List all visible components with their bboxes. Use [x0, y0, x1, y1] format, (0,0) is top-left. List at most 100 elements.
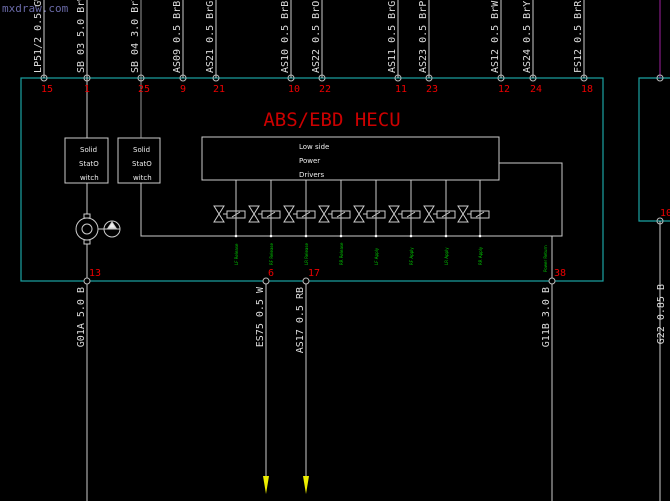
- valve-rf-release: RF Release: [248, 180, 281, 265]
- valve-label: LR Apply: [444, 247, 449, 265]
- connector-pin: [83, 74, 91, 82]
- right-module-box: [638, 77, 670, 222]
- valve-icon: [213, 205, 225, 223]
- right-module-connector: 108 G22 0.85 B: [656, 0, 670, 501]
- connector-pin: [318, 74, 326, 82]
- pin-number: 13: [89, 268, 101, 279]
- pin-number: 10: [288, 84, 300, 95]
- valve-icon: [353, 205, 365, 223]
- valve-label: LF Release: [234, 243, 239, 265]
- arrow-icon: [303, 476, 309, 494]
- wire-label: AS10 0.5 BrB: [280, 1, 291, 73]
- top-pin-9: 9 AS09 0.5 BrBl: [172, 0, 187, 95]
- connector-pin: [497, 74, 505, 82]
- wire-label: AS12 0.5 BrW: [490, 0, 501, 73]
- solenoid-icon: [470, 210, 490, 219]
- wire-label: SB 04 3.0 BrY: [130, 0, 141, 73]
- wire-label: FS12 0.5 BrR: [573, 0, 584, 73]
- solenoid-icon: [261, 210, 281, 219]
- wire-label: ES75 0.5 W: [255, 286, 266, 347]
- top-pin-10: 10 AS10 0.5 BrB: [280, 0, 300, 95]
- connector-pin: [302, 277, 310, 285]
- valve-rr-release: RR Release: [318, 180, 351, 265]
- wire-label: AS09 0.5 BrBl: [172, 0, 183, 73]
- module-title: ABS/EBD HECU: [263, 109, 400, 131]
- valve-icon: [388, 205, 400, 223]
- pin-number: 6: [268, 268, 274, 279]
- top-pin-23: 23 AS23 0.5 BrP: [418, 0, 438, 95]
- valve-icon: [283, 205, 295, 223]
- connector-pin: [179, 74, 187, 82]
- wire-label: LP51/2 0.5 GW: [33, 0, 44, 73]
- wire-label: AS21 0.5 BrGr: [205, 0, 216, 73]
- pin-number: 22: [319, 84, 331, 95]
- valve-icon: [248, 205, 260, 223]
- watermark: mxdraw.com: [2, 2, 69, 15]
- switch-label: StatO: [79, 160, 99, 168]
- wire-label: AS23 0.5 BrP: [418, 1, 429, 73]
- valve-icon: [457, 205, 469, 223]
- pin-number: 15: [41, 84, 53, 95]
- connector-pin: [83, 277, 91, 285]
- arrow-icon: [263, 476, 269, 494]
- pin-number: 18: [581, 84, 593, 95]
- valve-lr-apply: LR Apply: [423, 180, 456, 265]
- solid-state-switch-1: Solid StatO witch: [64, 137, 109, 184]
- valve-lr-release: LR Release: [283, 180, 316, 265]
- switch-label: witch: [133, 174, 152, 182]
- wire-label: G01A 5.0 B: [76, 287, 87, 347]
- pin-number: 23: [426, 84, 438, 95]
- connector-pin: [580, 74, 588, 82]
- connector-pin: [137, 74, 145, 82]
- wire-label: SB 03 5.0 BrW: [76, 0, 87, 73]
- wire-label: AS11 0.5 BrG: [387, 1, 398, 73]
- pin-number: 12: [498, 84, 510, 95]
- top-pin-12: 12 AS12 0.5 BrW: [490, 0, 510, 95]
- wire-label: AS24 0.5 BrY: [522, 1, 533, 73]
- connector-pin: [40, 74, 48, 82]
- wire-label: G11B 3.0 B: [541, 287, 552, 347]
- connector-pin: [287, 74, 295, 82]
- valve-label: RR Apply: [478, 246, 483, 265]
- solenoid-icon: [331, 210, 351, 219]
- top-pin-1: 1 SB 03 5.0 BrW: [76, 0, 91, 138]
- valve-label: RF Apply: [409, 247, 414, 265]
- switch-label: Solid: [133, 146, 150, 154]
- switch-label: witch: [80, 174, 99, 182]
- valve-icon: [423, 205, 435, 223]
- switch-label: Solid: [80, 146, 97, 154]
- solenoid-icon: [366, 210, 386, 219]
- drivers-label: Power: [299, 157, 320, 165]
- solenoid-icon: [296, 210, 316, 219]
- pin-number: 17: [308, 268, 320, 279]
- connector-pin: [529, 74, 537, 82]
- valve-rf-apply: RF Apply: [388, 180, 421, 265]
- valve-lf-release: LF Release: [213, 180, 246, 265]
- pin-number: 24: [530, 84, 542, 95]
- connector-pin: [548, 277, 556, 285]
- pin-number: 38: [554, 268, 566, 279]
- top-pin-24: 24 AS24 0.5 BrY: [522, 0, 542, 95]
- wire-label: G22 0.85 B: [656, 284, 667, 344]
- drivers-label: Drivers: [299, 171, 325, 179]
- valve-label: RF Release: [269, 242, 274, 265]
- connector-pin: [394, 74, 402, 82]
- pin-number: 9: [180, 84, 186, 95]
- low-side-power-drivers: Low side Power Drivers: [201, 136, 500, 181]
- connector-pin: [425, 74, 433, 82]
- valve-label: LF Apply: [374, 247, 379, 265]
- top-pin-18: 18 FS12 0.5 BrR: [573, 0, 593, 95]
- solid-state-switch-2: Solid StatO witch: [117, 137, 161, 184]
- solenoid-icon: [226, 210, 246, 219]
- power-return-label: Power Return: [543, 245, 548, 272]
- solenoid-icon: [401, 210, 421, 219]
- pin-number: 1: [84, 84, 90, 95]
- wire-label: AS17 0.5 RB: [295, 287, 306, 353]
